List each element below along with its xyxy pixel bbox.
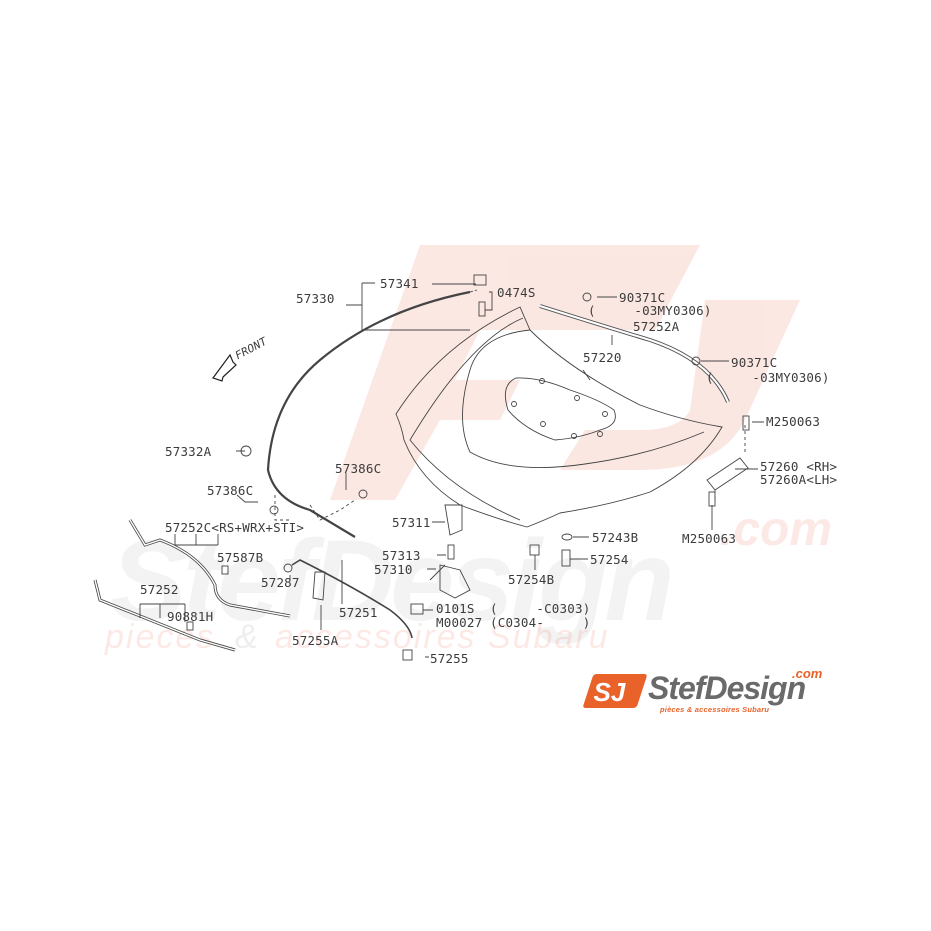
part-label-57287[interactable]: 57287 xyxy=(261,575,300,590)
logo-wordmark: StefDesign xyxy=(648,670,806,706)
nut-90371C-b xyxy=(691,356,701,366)
clip-57255 xyxy=(402,649,413,661)
part-note-M00027: (C0304- ) xyxy=(490,615,591,630)
bolt-M250063-a xyxy=(742,415,750,431)
part-note-90371C-b: ( -03MY0306) xyxy=(706,370,830,385)
washer-57243B xyxy=(561,533,573,541)
part-label-57386C-a[interactable]: 57386C xyxy=(335,461,382,476)
part-label-57386C-b[interactable]: 57386C xyxy=(207,483,254,498)
part-label-57313[interactable]: 57313 xyxy=(382,548,421,563)
hood-latch-57310 xyxy=(429,564,471,599)
stefdesign-logo: SJ StefDesign .com pièces & accessoires … xyxy=(582,666,848,716)
part-label-M00027[interactable]: M00027 xyxy=(436,615,483,630)
bolt-0101S xyxy=(410,603,424,615)
part-note-90371C-a: ( -03MY0306) xyxy=(588,303,712,318)
part-label-57252[interactable]: 57252 xyxy=(140,582,179,597)
part-label-90371C-b[interactable]: 90371C xyxy=(731,355,778,370)
part-label-57330[interactable]: 57330 xyxy=(296,291,335,306)
part-label-57220[interactable]: 57220 xyxy=(583,350,622,365)
part-label-57311[interactable]: 57311 xyxy=(392,515,431,530)
part-label-57341[interactable]: 57341 xyxy=(380,276,419,291)
part-label-57254[interactable]: 57254 xyxy=(590,552,629,567)
clip-57587B xyxy=(221,565,229,575)
holder-57287 xyxy=(283,563,293,573)
watermark-com: .com xyxy=(720,503,832,556)
hood-outline xyxy=(395,306,723,528)
part-label-57254B[interactable]: 57254B xyxy=(508,572,555,587)
part-label-M250063-b[interactable]: M250063 xyxy=(682,531,737,546)
part-label-57252C[interactable]: 57252C<RS+WRX+STI> xyxy=(165,520,305,535)
clip-57386C-b xyxy=(269,505,279,515)
bolt-M250063-b xyxy=(708,491,716,507)
part-label-0474S[interactable]: 0474S xyxy=(497,285,536,300)
bumper-57254 xyxy=(561,549,571,567)
part-label-57252A[interactable]: 57252A xyxy=(633,319,680,334)
svg-text:accessoires Subaru: accessoires Subaru xyxy=(275,618,610,656)
part-label-57243B[interactable]: 57243B xyxy=(592,530,639,545)
clip-57341 xyxy=(473,274,487,286)
part-label-M250063-a[interactable]: M250063 xyxy=(766,414,821,429)
bolt-0474S xyxy=(478,301,486,317)
prop-rod-57251 xyxy=(291,559,413,639)
nut-90371C-a xyxy=(582,292,592,302)
clip-90881H xyxy=(186,621,194,631)
hood-scoop-recess xyxy=(462,329,705,468)
diagram-linework xyxy=(93,274,764,661)
release-cable-57330 xyxy=(266,290,471,538)
part-note-0101S: ( -C0303) xyxy=(490,601,591,616)
watermark-logo-mark xyxy=(330,245,800,500)
clip-57386C-a xyxy=(358,489,368,499)
striker-57311 xyxy=(444,504,463,536)
hinge-57260 xyxy=(706,457,749,491)
logo-mark: SJ xyxy=(582,674,648,708)
part-label-0101S[interactable]: 0101S xyxy=(436,601,475,616)
part-label-90371C-a[interactable]: 90371C xyxy=(619,290,666,305)
logo-tagline: pièces & accessoires Subaru xyxy=(660,705,770,714)
svg-text:.com: .com xyxy=(720,503,832,556)
part-label-57260-rh[interactable]: 57260 <RH> xyxy=(760,459,838,474)
svg-text:StefDesign: StefDesign xyxy=(110,517,671,645)
bumper-57254B xyxy=(529,544,540,556)
part-label-57255A[interactable]: 57255A xyxy=(292,633,339,648)
part-label-57310[interactable]: 57310 xyxy=(374,562,413,577)
part-label-57260A-lh[interactable]: 57260A<LH> xyxy=(760,472,838,487)
part-label-57332A[interactable]: 57332A xyxy=(165,444,212,459)
bolt-57313 xyxy=(447,544,455,560)
part-label-90881H[interactable]: 90881H xyxy=(167,609,214,624)
svg-text:&: & xyxy=(235,618,258,656)
leader-lines xyxy=(139,282,764,658)
part-label-57255[interactable]: 57255 xyxy=(430,651,469,666)
hood-inner-line xyxy=(409,317,524,521)
clip-57332A xyxy=(240,445,252,457)
hood-scoop-opening xyxy=(504,377,616,441)
hood-scoop-tabs xyxy=(511,378,608,439)
bracket-57255A xyxy=(312,571,326,601)
watermark-wordmark: StefDesign xyxy=(110,517,675,645)
front-arrow-icon xyxy=(212,353,237,382)
logo-domain: .com xyxy=(792,666,823,681)
part-label-57587B[interactable]: 57587B xyxy=(217,550,264,565)
part-label-57251[interactable]: 57251 xyxy=(339,605,378,620)
